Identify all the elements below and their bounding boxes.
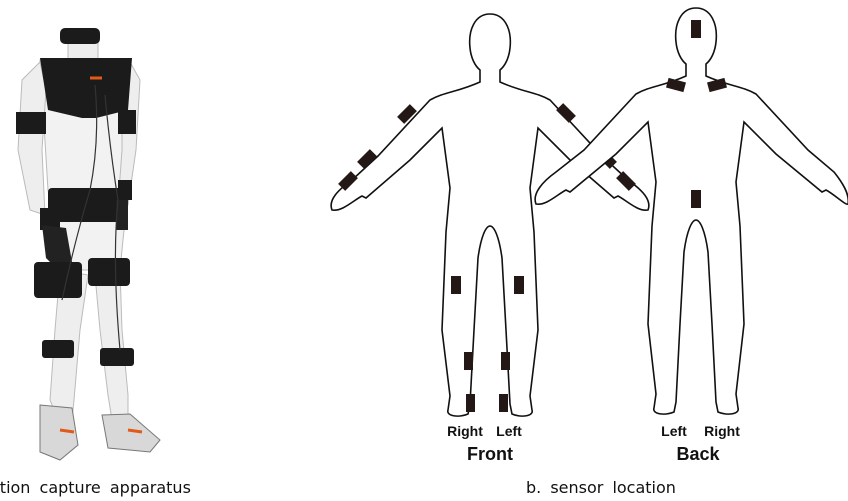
- front-sensor-left-thigh: [514, 276, 524, 294]
- front-right-label: Right: [447, 423, 483, 439]
- front-title: Front: [467, 444, 513, 464]
- front-sensor-right-thigh: [451, 276, 461, 294]
- front-sensor-right-shin: [464, 352, 473, 370]
- back-right-label: Right: [704, 423, 740, 439]
- sensor-location-diagram: Right Left Front Left Right Back: [318, 0, 848, 470]
- back-sensor-head: [691, 20, 701, 38]
- front-sensor-left-foot: [499, 394, 508, 412]
- front-sensor-right-foot: [466, 394, 475, 412]
- back-sensor-pelvis: [691, 190, 701, 208]
- front-body-outline: [331, 14, 649, 416]
- front-left-label: Left: [496, 423, 522, 439]
- motion-capture-suit-image: [0, 0, 180, 470]
- caption-sensor-location: b. sensor location: [526, 478, 676, 497]
- back-title: Back: [676, 444, 720, 464]
- back-body-outline: [535, 8, 848, 414]
- caption-motion-capture-apparatus: otion capture apparatus: [0, 478, 191, 497]
- mannequin-illustration: [0, 0, 180, 470]
- back-left-label: Left: [661, 423, 687, 439]
- front-sensor-left-shin: [501, 352, 510, 370]
